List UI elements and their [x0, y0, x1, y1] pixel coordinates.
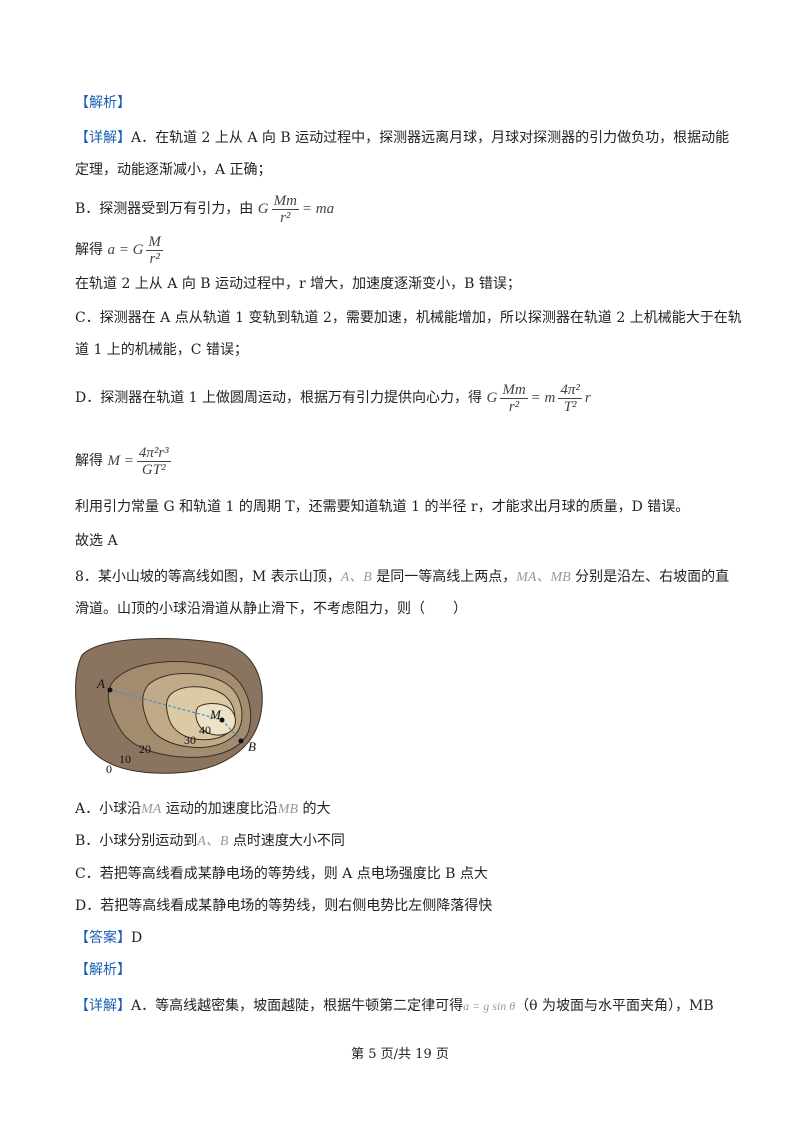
point-A: [107, 687, 113, 693]
q8-detail-line: 【详解】A．等高线越密集，坡面越陡，根据牛顿第二定律可得a = g sin θ（…: [75, 998, 714, 1014]
answer-choice-1: 故选 A: [75, 533, 118, 549]
point-B: [238, 738, 244, 744]
contour-label-40: 40: [199, 723, 211, 737]
slide-MA: [109, 689, 223, 721]
q8-option-d[interactable]: D．若把等高线看成某静电场的等势线，则右侧电势比左侧降落得快: [75, 898, 493, 914]
detail-c-line1: C．探测器在 A 点从轨道 1 变轨到轨道 2，需要加速，机械能增加，所以探测器…: [75, 310, 742, 326]
contour-label-30: 30: [184, 733, 196, 747]
detail-tag-1: 【详解】: [75, 130, 131, 146]
contour-map-figure: A M B 0 10 20 30 40: [75, 638, 263, 776]
contour-label-0: 0: [106, 762, 112, 776]
b-prefix: B．探测器受到万有引力，由: [75, 200, 254, 217]
slope-acceleration-formula: a = g sin θ: [463, 999, 516, 1013]
q8-stem-line2: 滑道。山顶的小球沿滑道从静止滑下，不考虑阻力，则（ ）: [75, 601, 467, 617]
b-conclusion: 在轨道 2 上从 A 向 B 运动过程中，r 增大，加速度逐渐变小，B 错误；: [75, 276, 521, 292]
contour-40: [195, 703, 236, 736]
q8-answer: 【答案】D: [75, 930, 143, 946]
q8-option-a[interactable]: A．小球沿MA 运动的加速度比沿MB 的大: [75, 801, 331, 817]
contour-label-20: 20: [139, 742, 151, 756]
contour-label-10: 10: [119, 752, 131, 766]
q8-stem-line1: 8．某小山坡的等高线如图，M 表示山顶，A、B 是同一等高线上两点，MA、MB …: [75, 569, 730, 585]
label-M: M: [209, 707, 222, 722]
q8-option-b[interactable]: B．小球分别运动到A、B 点时速度大小不同: [75, 833, 345, 849]
point-M: [219, 717, 225, 723]
detail-c-line2: 道 1 上的机械能，C 错误；: [75, 342, 248, 358]
label-B: B: [248, 739, 256, 754]
label-A: A: [96, 676, 105, 691]
page-footer: 第 5 页/共 19 页: [351, 1047, 449, 1062]
option-a-explanation: A．在轨道 2 上从 A 向 B 运动过程中，探测器远离月球，月球对探测器的引力…: [131, 130, 730, 146]
jiexi-tag-1: 【解析】: [75, 95, 131, 111]
q8-option-c[interactable]: C．若把等高线看成某静电场的等势线，则 A 点电场强度比 B 点大: [75, 866, 488, 882]
d-conclusion: 利用引力常量 G 和轨道 1 的周期 T，还需要知道轨道 1 的半径 r，才能求…: [75, 499, 690, 515]
jiexi-tag-2: 【解析】: [75, 962, 131, 978]
detail-a-line1: 【详解】A．在轨道 2 上从 A 向 B 运动过程中，探测器远离月球，月球对探测…: [75, 128, 729, 148]
detail-a-line2: 定理，动能逐渐减小，A 正确；: [75, 162, 272, 178]
